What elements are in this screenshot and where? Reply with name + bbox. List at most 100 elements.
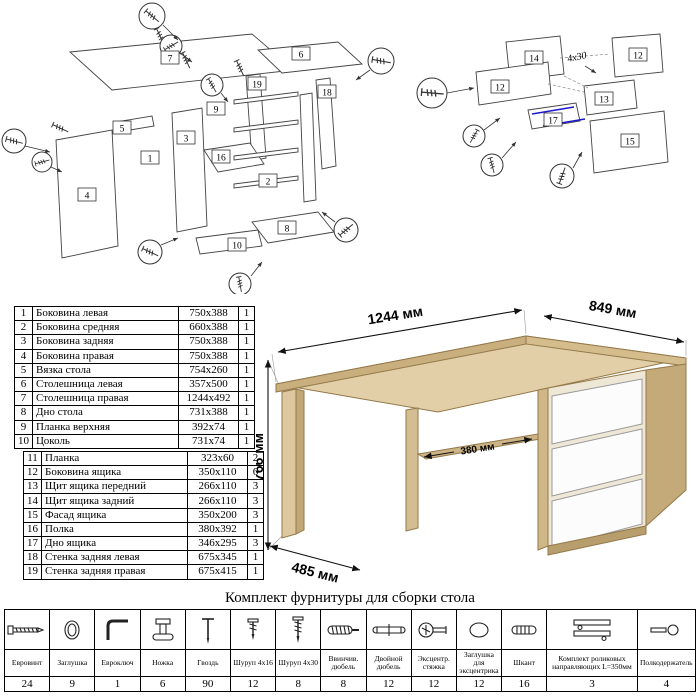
- part-n: 4: [14, 348, 33, 364]
- part-n: 9: [14, 419, 33, 435]
- part-label: 13: [594, 91, 614, 106]
- extension-lines: [267, 309, 687, 551]
- screw-small-icon: [229, 609, 277, 650]
- hardware-item-qty: 24: [3, 675, 51, 692]
- part-number-labels-left: 7 6 19 18 9 5 3 16 2 1 4 8 10: [77, 46, 337, 252]
- hardware-item-name: Евровинт: [3, 649, 51, 677]
- svg-text:10: 10: [232, 242, 242, 252]
- svg-text:6: 6: [299, 51, 304, 61]
- part-label: 7: [160, 50, 180, 65]
- hardware-item-name: Ввинчив. дюбель: [320, 649, 367, 677]
- eccentric-cam-icon: [410, 609, 457, 650]
- part-label: 16: [211, 149, 231, 164]
- screw-callout-icon: [549, 163, 575, 189]
- screw-callout-icon: [200, 73, 224, 97]
- drawer-unit-left-edge: [537, 387, 549, 551]
- hardware-item-name: Шуруп 4x16: [229, 649, 277, 677]
- hardware-item-name: Шуруп 4x30: [275, 649, 322, 677]
- part-n: 5: [14, 362, 33, 378]
- part-name: Планка: [41, 450, 188, 467]
- part-name: Боковина левая: [32, 305, 179, 322]
- part-label: 15: [620, 133, 640, 148]
- part-n: 16: [23, 521, 42, 538]
- part-name: Дно стола: [32, 405, 179, 421]
- part-qty: 1: [247, 550, 264, 566]
- left-leg-panel-side: [295, 388, 305, 535]
- part-qty: 1: [247, 564, 264, 580]
- hardware-item-name: Ножка: [139, 649, 186, 677]
- part-qty: 1: [238, 305, 255, 322]
- part-label: 3: [176, 130, 196, 145]
- part-size: 660x388: [178, 320, 239, 336]
- screw-size-note: 4x30: [566, 50, 587, 65]
- part-n: 6: [14, 376, 33, 393]
- part-n: 2: [14, 320, 33, 336]
- svg-text:17: 17: [548, 117, 558, 127]
- part-qty: 1: [238, 419, 255, 435]
- part-name: Полка: [41, 521, 188, 538]
- part-label: 18: [317, 84, 337, 99]
- screw-callout-icon: [137, 239, 163, 265]
- dimension-shelf-label: 380 мм: [460, 441, 496, 457]
- dimension-height-label: 766 мм: [256, 433, 266, 481]
- part-n: 18: [23, 550, 42, 566]
- hardware-item-name: Комплект роликовых направляющих L=350мм: [546, 649, 638, 677]
- part-name: Боковина ящика: [41, 465, 188, 481]
- screw-callout-icon: [1, 128, 27, 154]
- roller-slides-icon: [546, 609, 638, 650]
- svg-text:13: 13: [599, 96, 609, 106]
- hardware-item-name: Эксцентр. стяжка: [410, 649, 457, 677]
- part-qty: 1: [238, 362, 255, 378]
- hardware-item-qty: 1: [94, 675, 141, 692]
- part-n: 13: [23, 479, 42, 495]
- hardware-kit-title: Комплект фурнитуры для сборки стола: [225, 590, 475, 606]
- hardware-item-qty: 4: [636, 675, 697, 692]
- left-leg-panel: [281, 388, 297, 539]
- part-size: 750x388: [178, 348, 239, 364]
- part-qty: 1: [238, 334, 255, 350]
- part-n: 3: [14, 334, 33, 350]
- drawer-front-bottom: [551, 478, 643, 549]
- screw-callout-icon: [333, 217, 359, 243]
- hardware-item-name: Евроключ: [94, 649, 141, 677]
- part-name: Щит ящика задний: [41, 493, 188, 509]
- part-name: Дно ящика: [41, 535, 188, 552]
- leg-icon: [139, 609, 186, 650]
- part-n: 11: [23, 450, 42, 467]
- part-label: 19: [247, 76, 267, 91]
- part-size: 266x110: [187, 479, 248, 495]
- part-n: 15: [23, 507, 42, 523]
- part-size: 750x388: [178, 334, 239, 350]
- part-size: 346x295: [187, 535, 248, 552]
- part-qty: 6: [247, 465, 264, 481]
- double-dowel-icon: [365, 609, 412, 650]
- screw-callout-icon: [31, 151, 53, 173]
- svg-text:12: 12: [633, 52, 643, 62]
- part-name: Стенка задняя левая: [41, 550, 188, 566]
- part-size: 350x200: [187, 507, 248, 523]
- shelf-support-icon: [636, 609, 697, 650]
- right-side-panel: [645, 363, 687, 528]
- part-name: Боковина правая: [32, 348, 179, 364]
- part-qty: 1: [238, 405, 255, 421]
- part-label: 10: [227, 237, 247, 252]
- part-name: Вязка стола: [32, 362, 179, 378]
- hardware-item-name: Полкодержатель: [636, 649, 697, 677]
- hardware-item-name: Заглушка для эксцентрика: [455, 649, 503, 677]
- part-label: 2: [258, 173, 278, 188]
- hardware-kit-section: Комплект фурнитуры для сборки стола Евро…: [3, 590, 697, 692]
- plinth: [547, 525, 647, 556]
- part-qty: 1: [238, 433, 255, 449]
